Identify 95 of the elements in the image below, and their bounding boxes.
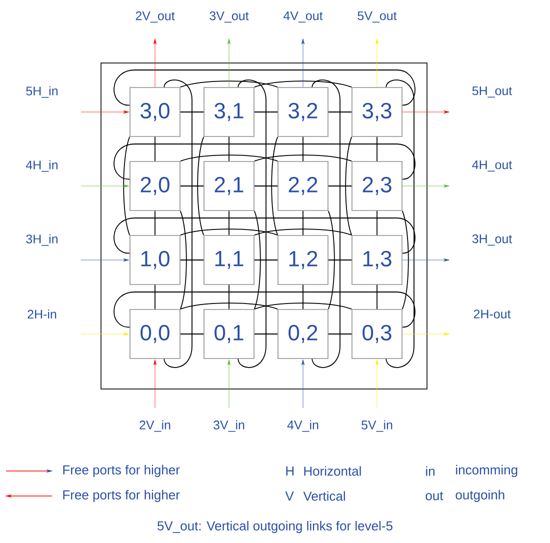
port-label: 4V_out <box>283 11 323 23</box>
link-line <box>228 210 230 236</box>
link-line <box>376 284 378 310</box>
arc-link <box>180 154 278 162</box>
arc-link <box>180 210 187 310</box>
port-label: 4V_in <box>287 420 318 432</box>
port-label: 4H_in <box>26 160 58 172</box>
link-line <box>302 210 304 236</box>
router-box: 0,1 <box>204 309 254 359</box>
port-arrow <box>402 258 450 262</box>
link-line <box>376 136 378 162</box>
arc-link <box>180 80 278 88</box>
link-line <box>154 284 156 310</box>
abbreviation-meaning: Horizontal <box>304 466 361 476</box>
loop-link <box>386 79 414 368</box>
port-arrow <box>80 258 129 262</box>
link-line <box>154 210 156 236</box>
loop-link <box>312 79 340 368</box>
port-label: 3H_in <box>26 234 58 246</box>
router-box: 1,2 <box>278 235 328 285</box>
arc-link <box>254 228 352 236</box>
router-box: 3,0 <box>130 87 180 137</box>
loop-link <box>238 79 266 368</box>
port-label: 4H_out <box>472 160 512 172</box>
router-box: 0,3 <box>352 309 402 359</box>
port-arrow <box>227 360 231 408</box>
port-label: 3H_out <box>472 234 512 246</box>
arc-link <box>197 136 204 236</box>
loop-link <box>114 218 416 254</box>
port-label: 5V_out <box>358 11 397 23</box>
port-arrow <box>80 332 129 336</box>
router-box: 2,0 <box>130 161 180 211</box>
caption: 5V_out: Vertical outgoing links for level-5 <box>158 520 392 534</box>
port-arrow <box>402 332 450 336</box>
link-line <box>376 210 378 236</box>
arc-link <box>402 210 409 310</box>
abbreviation-meaning: outgoinh <box>456 490 504 502</box>
port-label: 2V_in <box>140 420 170 432</box>
loop-link <box>164 79 192 368</box>
port-arrow <box>375 360 379 408</box>
abbreviation-meaning: Vertical <box>303 491 345 501</box>
abbreviation-meaning: incomming <box>456 464 518 478</box>
router-box: 2,3 <box>352 161 402 211</box>
port-label: 5V_in <box>362 420 392 432</box>
port-arrow <box>301 360 305 408</box>
router-box: 0,2 <box>278 309 328 359</box>
port-label: 3V_in <box>214 420 244 432</box>
router-box: 2,2 <box>278 161 328 211</box>
loop-link <box>114 144 416 180</box>
port-arrow <box>80 184 129 188</box>
loop-link <box>114 70 416 106</box>
port-label: 5H_out <box>472 86 512 98</box>
port-arrow <box>153 38 157 88</box>
abbreviation: V <box>285 492 294 500</box>
arc-link <box>271 136 278 236</box>
arc-link <box>345 136 352 236</box>
port-label: 2H-in <box>28 309 56 319</box>
legend-text: Free ports for higher <box>63 464 180 478</box>
router-box: 1,1 <box>204 235 254 285</box>
abbreviation: in <box>426 466 434 476</box>
router-box: 3,3 <box>352 87 402 137</box>
port-label: 2H-out <box>474 310 511 318</box>
link-line <box>302 284 304 310</box>
router-box: 1,0 <box>130 235 180 285</box>
port-arrow <box>153 360 157 408</box>
link-line <box>154 136 156 162</box>
arc-link <box>180 228 278 236</box>
arc-link <box>328 210 335 310</box>
link-line <box>228 136 230 162</box>
port-arrow <box>402 110 450 114</box>
arc-link <box>254 80 352 88</box>
arc-link <box>254 302 352 310</box>
port-arrow <box>80 110 129 114</box>
port-label: 5H_in <box>26 86 58 98</box>
router-box: 3,2 <box>278 87 328 137</box>
port-label: 2V_out <box>136 11 175 23</box>
router-box: 3,1 <box>204 87 254 137</box>
port-arrow <box>402 184 450 188</box>
link-line <box>302 136 304 162</box>
link-line <box>228 284 230 310</box>
legend-text: Free ports for higher <box>63 490 180 502</box>
port-arrow <box>301 38 305 88</box>
arc-link <box>123 136 130 236</box>
abbreviation: out <box>426 492 444 500</box>
router-box: 2,1 <box>204 161 254 211</box>
port-label: 3V_out <box>210 11 249 23</box>
loop-link <box>114 292 416 328</box>
router-box: 1,3 <box>352 235 402 285</box>
arc-link <box>254 210 261 310</box>
arc-link <box>180 302 278 310</box>
port-arrow <box>375 38 379 88</box>
port-arrow <box>227 38 231 88</box>
arc-link <box>254 154 352 162</box>
router-box: 0,0 <box>130 309 180 359</box>
abbreviation: H <box>286 466 294 476</box>
